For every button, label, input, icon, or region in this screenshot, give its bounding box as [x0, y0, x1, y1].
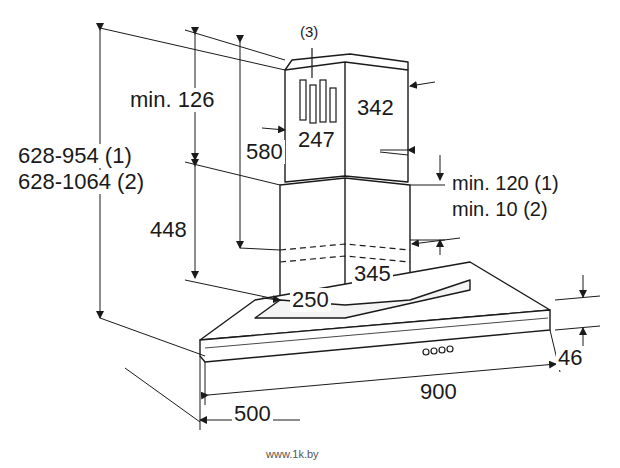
callout-number: (3) [298, 24, 320, 41]
dimension-label: 46 [556, 346, 584, 370]
dimension-label: 500 [232, 402, 273, 426]
dimension-label: min. 120 (1) [450, 172, 561, 194]
watermark: www.1k.by [264, 448, 321, 460]
dimension-label: min. 126 [128, 88, 216, 112]
dimension-label: 628-1064 (2) [16, 170, 146, 194]
dimension-label: 448 [148, 218, 189, 242]
dimension-label: 345 [352, 262, 393, 286]
dimension-label: 247 [296, 128, 337, 152]
dimension-label: 250 [290, 288, 331, 312]
dimension-label: 900 [418, 380, 459, 404]
dimension-label: 580 [244, 140, 285, 164]
dimension-label: 628-954 (1) [16, 144, 134, 168]
dimension-label: min. 10 (2) [450, 198, 550, 220]
dimension-label: 342 [355, 96, 396, 120]
